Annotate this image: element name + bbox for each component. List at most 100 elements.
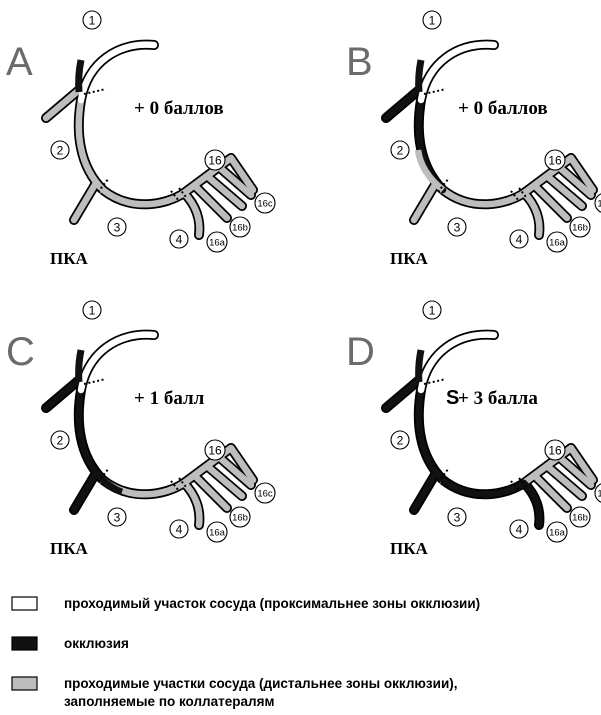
occlusion-stump [79,350,81,382]
legend-patent: проходимый участок сосуда (проксимальнее… [12,596,480,611]
branch-acute-marginal [74,183,96,220]
segment-label-1: 1 [423,301,441,319]
segment-label-16b: 16b [570,217,590,237]
vessel-label: ПКА [50,539,89,558]
panel-letter: C [6,330,35,374]
svg-text:3: 3 [114,220,121,234]
legend-text-line1: проходимые участки сосуда (дистальнее зо… [64,676,457,691]
svg-text:4: 4 [516,522,523,536]
svg-text:16b: 16b [232,512,248,523]
occlusion-stump [419,60,421,92]
segment-4 [184,193,199,235]
occlusion-stump [419,350,421,382]
segment-label-16c: 16c [255,193,275,213]
score-label: + 1 балл [134,388,205,409]
svg-text:16: 16 [208,153,222,167]
segment-label-1: 1 [83,11,101,29]
panel-letter: D [346,330,375,374]
segment-label-3: 3 [108,218,126,236]
segment-label-16: 16 [205,150,225,170]
svg-text:3: 3 [454,510,461,524]
svg-text:16: 16 [208,443,222,457]
segment-2 [419,390,443,480]
segment-label-16: 16 [545,440,565,460]
legend-swatch [12,677,37,690]
svg-text:16b: 16b [572,222,588,233]
svg-text:16b: 16b [572,512,588,523]
panel-letter: A [6,40,33,84]
svg-text:4: 4 [516,232,523,246]
segment-label-16a: 16a [207,232,227,252]
segment-label-16a: 16a [547,522,567,542]
score-label: + 0 баллов [134,98,224,119]
segment-1 [421,45,494,100]
segment-label-2: 2 [51,141,69,159]
segment-label-4: 4 [170,520,188,538]
segment-label-3: 3 [108,508,126,526]
segment-label-1: 1 [423,11,441,29]
segment-4 [524,483,539,525]
segment-2 [79,100,103,190]
branch-rv [46,380,79,408]
rca-tree: 1 2 3 4 16 16a 16b 16c [386,11,601,252]
legend-text-line2: заполняемые по коллатералям [64,694,274,709]
svg-text:16a: 16a [549,237,566,248]
segment-label-16: 16 [205,440,225,460]
svg-text:4: 4 [176,232,183,246]
segment-label-2: 2 [391,431,409,449]
segment-label-2: 2 [51,431,69,449]
vessel-label: ПКА [390,539,429,558]
rca-tree: 1 2 3 4 16 16a 16b 16c [46,301,275,542]
svg-text:1: 1 [89,303,96,317]
segment-label-3: 3 [448,218,466,236]
svg-text:16c: 16c [257,488,273,499]
legend-occlusion: окклюзия [12,636,129,651]
s-marker: S [446,387,459,409]
svg-text:16b: 16b [232,222,248,233]
svg-text:16c: 16c [597,488,601,499]
svg-text:2: 2 [397,143,404,157]
legend-collateral: проходимые участки сосуда (дистальнее зо… [12,676,457,709]
segment-label-16a: 16a [207,522,227,542]
legend-text: проходимый участок сосуда (проксимальнее… [64,596,480,611]
panel-letter: B [346,40,373,84]
branch-rv [386,380,419,408]
vessel-label: ПКА [390,249,429,268]
score-label: + 0 баллов [458,98,548,119]
svg-text:16: 16 [548,153,562,167]
segment-label-16: 16 [545,150,565,170]
segment-label-16c: 16c [595,193,601,213]
legend: проходимый участок сосуда (проксимальнее… [12,596,480,709]
svg-text:4: 4 [176,522,183,536]
svg-text:16a: 16a [209,527,226,538]
segment-label-4: 4 [510,520,528,538]
branch-acute-marginal [414,183,436,220]
occlusion-stump [79,60,81,92]
segment-1 [81,335,154,390]
segment-1 [81,45,154,100]
segment-label-16b: 16b [230,217,250,237]
svg-text:16a: 16a [549,527,566,538]
segment-label-16a: 16a [547,232,567,252]
segment-label-16c: 16c [255,483,275,503]
rca-tree: 1 2 3 4 16 16a 16b 16c [46,11,275,252]
svg-text:3: 3 [454,220,461,234]
branch-acute-marginal [74,473,96,510]
score-label: + 3 балла [458,388,538,409]
svg-text:2: 2 [57,433,64,447]
segment-label-3: 3 [448,508,466,526]
segment-label-4: 4 [170,230,188,248]
svg-text:2: 2 [397,433,404,447]
rca-tree: 1 2 3 4 16 16a 16b 16c [386,301,601,542]
legend-swatch [12,637,37,650]
segment-label-1: 1 [83,301,101,319]
svg-text:1: 1 [89,13,96,27]
svg-text:16: 16 [548,443,562,457]
svg-text:1: 1 [429,303,436,317]
segment-1 [421,335,494,390]
legend-text: окклюзия [64,636,129,651]
svg-text:1: 1 [429,13,436,27]
segment-label-16b: 16b [230,507,250,527]
